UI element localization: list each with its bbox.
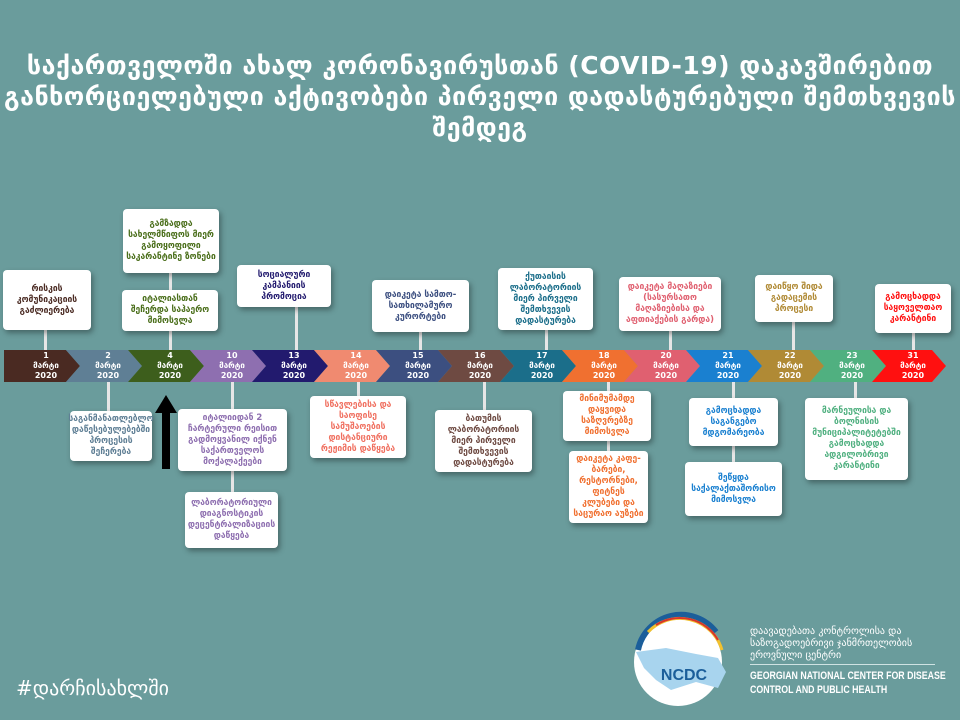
segment-year: 2020 — [901, 371, 925, 380]
logo-text-en: GEORGIAN NATIONAL CENTER FOR DISEASE — [750, 670, 946, 682]
segment-year: 2020 — [406, 371, 430, 380]
connector — [854, 380, 857, 400]
segment-year: 2020 — [778, 371, 802, 380]
event-box: სოციალური კამპანიის პრომოცია — [237, 265, 331, 307]
event-box: შეწყდა საქალაქთაშორისო მიმოსვლა — [685, 462, 782, 516]
segment-day: 13 — [288, 351, 300, 360]
segment-day: 20 — [660, 351, 672, 360]
connector — [107, 380, 110, 412]
segment-year: 2020 — [282, 371, 306, 380]
segment-year: 2020 — [344, 371, 368, 380]
segment-year: 2020 — [716, 371, 740, 380]
connector — [912, 332, 915, 352]
segment-month: მარტი — [343, 361, 369, 370]
segment-month: მარტი — [33, 361, 59, 370]
segment-day: 2 — [105, 351, 111, 360]
event-box: ბათუმის ლაბორატორიის მიერ პირველი შემთხვ… — [435, 410, 532, 472]
connector — [419, 330, 422, 352]
event-box: რისკის კომუნიკაციის გაძლიერება — [3, 270, 91, 330]
connector — [792, 320, 795, 352]
event-box: დაიკეტა მაღაზიები (სასურსათო მაღაზიებისა… — [619, 277, 721, 331]
connector — [483, 380, 486, 412]
segment-month: მარტი — [715, 361, 741, 370]
event-box: გამოცხადდა საგანგებო მდგომარეობა — [689, 398, 778, 446]
segment-day: 1 — [43, 351, 49, 360]
connector — [44, 330, 47, 352]
hashtag: #დარჩისახლში — [16, 676, 170, 700]
segment-month: მარტი — [157, 361, 183, 370]
segment-day: 16 — [474, 351, 486, 360]
event-box: იტალიასთან შეჩერდა საჰაერო მიმოსვლა — [122, 290, 218, 331]
connector — [669, 330, 672, 352]
event-box: საგანმანათლებლო დაწესებულებებში პროცესის… — [68, 411, 154, 461]
segment-year: 2020 — [840, 371, 864, 380]
up-arrow-icon — [155, 395, 177, 469]
segment-month: მარტი — [405, 361, 431, 370]
segment-day: 10 — [226, 351, 238, 360]
event-box: გამოცხადდა საყოველთაო კარანტინი — [875, 284, 951, 333]
segment-year: 2020 — [468, 371, 492, 380]
ncdc-logo: NCDC — [634, 611, 726, 706]
segment-month: მარტი — [591, 361, 617, 370]
segment-month: მარტი — [839, 361, 865, 370]
event-box: დაიკეტა სამთო-სათხილამურო კურორტები — [372, 280, 469, 332]
page-title: საქართველოში ახალ კორონავირუსთან (COVID-… — [4, 51, 956, 142]
segment-day: 15 — [412, 351, 424, 360]
segment-year: 2020 — [592, 371, 616, 380]
segment-day: 17 — [536, 351, 548, 360]
logo-text-ka: საზოგადოებრივი ჯანმრთელობის — [750, 638, 913, 649]
event-box: იტალიიდან 2 ჩარტერული რეისით გადმოყვანილ… — [178, 409, 287, 471]
segment-day: 4 — [167, 351, 173, 360]
segment-month: მარტი — [467, 361, 493, 370]
segment-day: 31 — [907, 351, 919, 360]
event-box: ქუთაისის ლაბორატორიის მიერ პირველი შემთხ… — [498, 268, 593, 330]
event-box: დაიწყო შიდა გადაცემის პროცესი — [755, 275, 833, 322]
segment-month: მარტი — [219, 361, 245, 370]
segment-month: მარტი — [777, 361, 803, 370]
segment-year: 2020 — [34, 371, 58, 380]
connector — [545, 328, 548, 352]
segment-month: მარტი — [529, 361, 555, 370]
segment-day: 22 — [784, 351, 796, 360]
logo-text-en: CONTROL AND PUBLIC HEALTH — [750, 684, 888, 696]
segment-year: 2020 — [96, 371, 120, 380]
event-box: მინიმუმამდე დაყვიდა საზღვრებზე მიმოსვლა — [563, 391, 651, 441]
svg-text:NCDC: NCDC — [661, 667, 708, 684]
event-box: სწავლებისა და საოფისე სამუშაოების დისტან… — [310, 396, 406, 458]
event-box: მარნეულისა და ბოლნისის მუნიციპალიტეტებში… — [805, 398, 908, 480]
segment-day: 18 — [598, 351, 610, 360]
event-box: დაიკეტა კაფე-ბარები, რესტორნები, ფიტნეს … — [569, 451, 648, 523]
segment-year: 2020 — [158, 371, 182, 380]
segment-month: მარტი — [653, 361, 679, 370]
segment-month: მარტი — [281, 361, 307, 370]
divider — [750, 664, 935, 665]
segment-year: 2020 — [530, 371, 554, 380]
segment-day: 14 — [350, 351, 362, 360]
connector — [295, 305, 298, 352]
event-box: გამზადდა სახელმწიფოს მიერ გამოყოფილი საკ… — [123, 209, 219, 273]
connector — [357, 380, 360, 398]
segment-year: 2020 — [654, 371, 678, 380]
segment-month: მარტი — [900, 361, 926, 370]
segment-year: 2020 — [220, 371, 244, 380]
logo-text-ka: დაავადებათა კონტროლისა და — [750, 626, 902, 637]
event-box: ლაბორატორიული დიაგნოსტიკის დეცენტრალიზაც… — [185, 492, 278, 548]
segment-day: 21 — [722, 351, 734, 360]
segment-month: მარტი — [95, 361, 121, 370]
segment-day: 23 — [846, 351, 858, 360]
logo-text-ka: ეროვნული ცენტრი — [750, 650, 842, 661]
